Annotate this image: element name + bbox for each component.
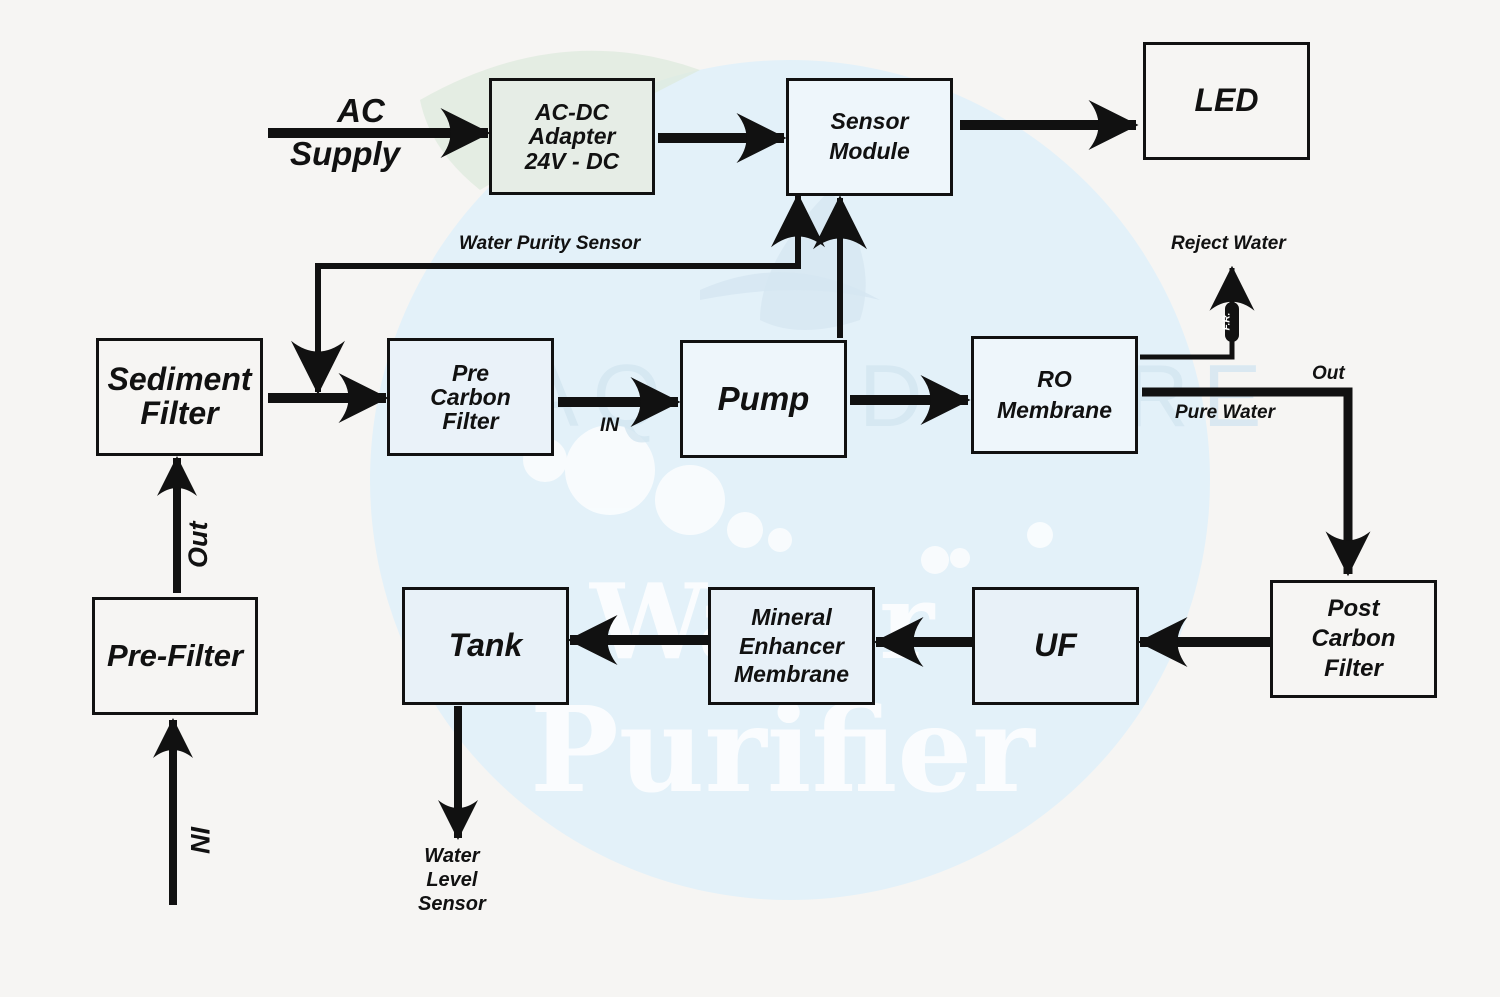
pre-carbon-line3: Filter	[442, 408, 499, 435]
ac-supply-label: AC Supply	[290, 90, 400, 176]
ac-supply-line2: Supply	[290, 134, 401, 172]
block-pre-filter[interactable]: Pre-Filter	[92, 597, 258, 715]
water-level-line1: Water	[424, 845, 480, 867]
post-carbon-line1: Post	[1327, 595, 1380, 622]
ro-line2: Membrane	[996, 397, 1113, 423]
block-uf[interactable]: UF	[972, 587, 1139, 705]
mineral-line1: Mineral	[751, 603, 832, 630]
pre-carbon-line1: Pre	[451, 359, 490, 386]
tank-label: Tank	[448, 627, 523, 664]
water-purity-sensor-label: Water Purity Sensor	[459, 233, 641, 254]
post-carbon-line2: Carbon	[1311, 625, 1396, 652]
prefilter-in-label: IN	[185, 826, 215, 853]
pump-in-label: IN	[600, 415, 619, 436]
block-tank[interactable]: Tank	[402, 587, 569, 705]
reject-water-label: Reject Water	[1171, 233, 1286, 254]
arrow-ro-to-postcarbon	[1142, 387, 1371, 577]
sensor-module-line1: Sensor	[830, 108, 909, 135]
flow-restrictor	[1225, 302, 1239, 342]
adapter-line3: 24V - DC	[524, 147, 620, 174]
ro-out-label: Out	[1312, 363, 1345, 384]
post-carbon-line3: Filter	[1324, 655, 1383, 682]
pre-filter-label: Pre-Filter	[106, 637, 244, 673]
ac-supply-line1: AC	[337, 92, 385, 129]
adapter-line1: AC-DC	[534, 99, 610, 126]
watermark-wave	[700, 272, 880, 300]
pre-carbon-line2: Carbon	[430, 383, 511, 410]
water-level-line2: Level	[426, 869, 478, 891]
adapter-line2: Adapter	[528, 123, 616, 150]
mineral-line3: Membrane	[733, 661, 850, 688]
water-level-line3: Sensor	[418, 893, 486, 915]
line-reject-water	[1140, 265, 1255, 360]
sediment-line1: Sediment	[107, 361, 252, 398]
pump-label: Pump	[717, 379, 810, 417]
block-pump[interactable]: Pump	[680, 340, 847, 458]
led-label: LED	[1194, 82, 1259, 119]
prefilter-out-label: Out	[183, 521, 213, 569]
sensor-module-line2: Module	[829, 138, 910, 164]
water-level-sensor-label: Water Level Sensor	[418, 844, 486, 916]
flow-restrictor-label: F.R.	[1221, 312, 1233, 331]
ro-line1: RO	[1037, 365, 1072, 392]
block-ro-membrane[interactable]: RO Membrane	[971, 336, 1138, 454]
mineral-line2: Enhancer	[739, 632, 844, 659]
pure-water-label: Pure Water	[1175, 402, 1275, 423]
sediment-line2: Filter	[140, 395, 219, 431]
uf-label: UF	[1034, 627, 1077, 664]
block-led[interactable]: LED	[1143, 42, 1310, 160]
